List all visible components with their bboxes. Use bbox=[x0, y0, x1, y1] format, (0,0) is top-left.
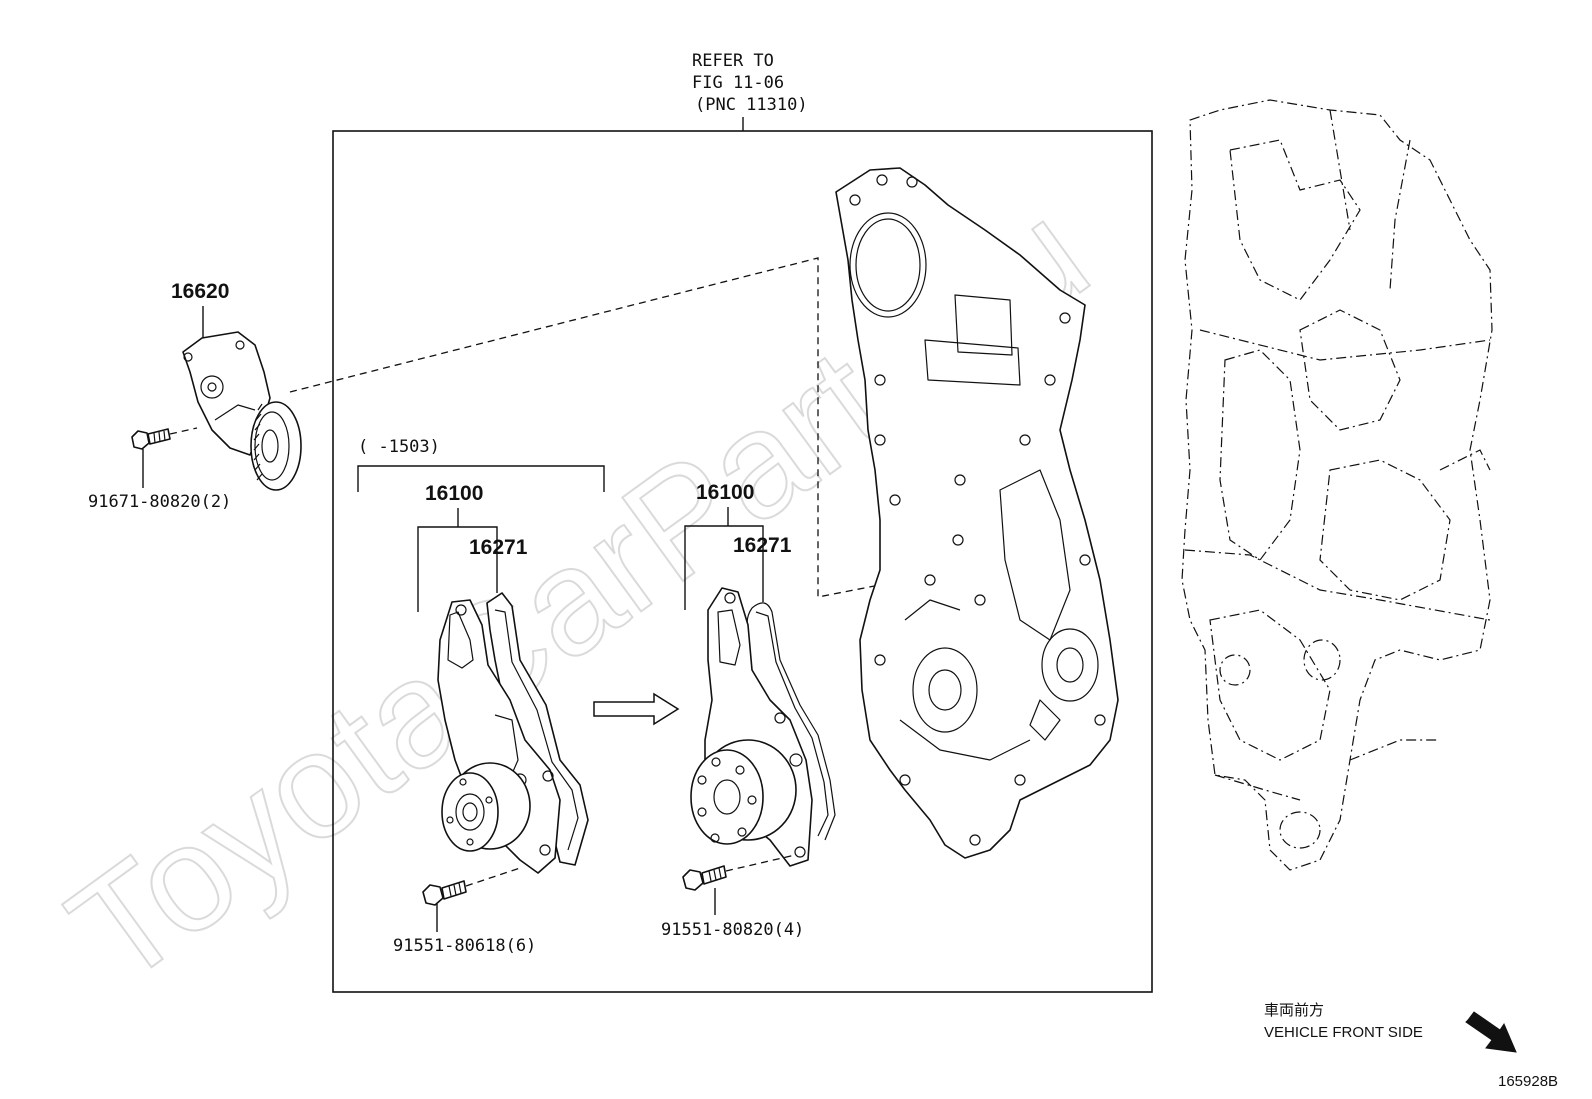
change-arrow-icon bbox=[593, 692, 680, 726]
pump-new-bolt-part-number: 91551-80820(4) bbox=[661, 920, 804, 940]
tensioner-bolt-part-number: 91671-80820(2) bbox=[88, 492, 231, 512]
refer-line-3: (PNC 11310) bbox=[695, 95, 808, 115]
pump-new-drawing bbox=[690, 587, 836, 867]
pump-new-bolt-axis bbox=[725, 854, 796, 872]
timing-cover-drawing bbox=[835, 167, 1119, 859]
tensioner-mount-line bbox=[289, 257, 896, 598]
front-direction-arrow-icon bbox=[1465, 1011, 1517, 1053]
refer-line-1: REFER TO bbox=[692, 51, 774, 71]
tensioner-drawing bbox=[182, 331, 302, 491]
pump-old-bolt-drawing bbox=[422, 880, 467, 906]
pump-new-part-number: 16100 bbox=[696, 481, 754, 504]
pump-old-bolt-part-number: 91551-80618(6) bbox=[393, 936, 536, 956]
range-bracket bbox=[357, 465, 605, 492]
pump-old-bolt-axis bbox=[465, 867, 521, 887]
tensioner-bolt-drawing bbox=[131, 428, 171, 450]
engine-block-drawing bbox=[1181, 99, 1493, 871]
gasket-old-part-number: 16271 bbox=[469, 536, 528, 559]
direction-label-en: VEHICLE FRONT SIDE bbox=[1264, 1024, 1423, 1041]
range-note: ( -1503) bbox=[358, 437, 440, 457]
tensioner-bolt-axis bbox=[169, 427, 198, 435]
pump-new-bolt-drawing bbox=[682, 865, 727, 891]
pump-new-bracket bbox=[684, 525, 764, 610]
figure-id: 165928B bbox=[1498, 1073, 1558, 1090]
pump-old-part-number: 16100 bbox=[425, 482, 483, 505]
direction-label-jp: 車両前方 bbox=[1264, 1002, 1324, 1019]
tensioner-part-number: 16620 bbox=[171, 280, 229, 303]
pump-old-drawing bbox=[437, 592, 589, 874]
refer-line-2: FIG 11-06 bbox=[692, 73, 784, 93]
